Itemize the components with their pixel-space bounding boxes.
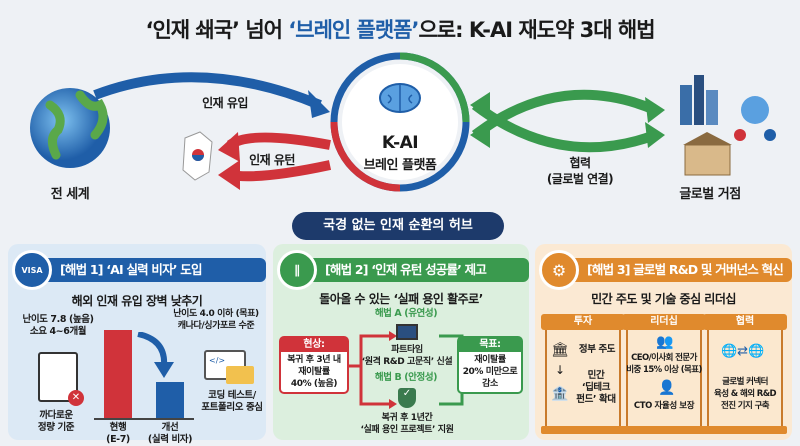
hub-title: K-AI xyxy=(381,133,419,153)
visa-icon: VISA xyxy=(12,250,52,290)
panel-solution-2: [해법 2] ‘인재 유턴 성공률’ 제고 ∥ 돌아올 수 있는 ‘실패 용인 … xyxy=(273,244,529,440)
right-caption: 코딩 테스트/ 포트폴리오 중심 xyxy=(201,390,263,413)
current-text: 복귀 후 3년 내 재이탈률 40% (높음) xyxy=(287,355,341,389)
inflow-label: 인재 유입 xyxy=(202,96,248,110)
panel3-header: [해법 3] 글로벌 R&D 및 거버넌스 혁신 xyxy=(543,258,792,282)
laptop-icon xyxy=(396,324,418,340)
runway-icon: ∥ xyxy=(277,250,317,290)
solution-a-text: 파트타임 ‘원격 R&D 고문직’ 신설 xyxy=(361,345,453,367)
bar-improved-label: 개선 (실력 비자) xyxy=(147,422,193,445)
meeting-icon: 👥 xyxy=(656,334,674,350)
brain-hub-circle xyxy=(330,52,470,192)
pillar-base xyxy=(703,426,787,434)
pillar-investment: 투자 🏛 정부 주도 ↓ 🏦 민간 ‘딥테크 펀드’ 확대 xyxy=(541,314,625,434)
pillar-item: 글로벌 커넥터 육성 & 해외 R&D 전진 기지 구축 xyxy=(714,377,777,411)
panel2-subtitle: 돌아올 수 있는 ‘실패 용인 활주로’ xyxy=(319,292,483,306)
global-label: 글로벌 거점 xyxy=(679,187,741,202)
city-icon xyxy=(680,75,718,125)
panel1-header: [해법 1] ‘AI 실력 비자’ 도입 xyxy=(16,258,266,282)
left-caption: 까다로운 정량 기준 xyxy=(37,410,75,433)
pillar-base xyxy=(541,426,625,434)
solution-b-text: 복귀 후 1년간 ‘실패 용인 프로젝트’ 지원 xyxy=(360,413,454,435)
bar-baseline xyxy=(94,418,194,420)
solution-a-label: 해법 A (유연성) xyxy=(374,308,438,319)
world-label: 전 세계 xyxy=(50,187,90,202)
pillar-cooperation: 협력 🌐⇄🌐 글로벌 커넥터 육성 & 해외 R&D 전진 기지 구축 xyxy=(703,314,787,434)
code-folder-icon: </> xyxy=(204,350,254,384)
decrease-arrow-icon xyxy=(137,332,174,378)
current-status-box: 현상: 복귀 후 3년 내 재이탈률 40% (높음) xyxy=(279,336,349,394)
cto-icon: 👤 xyxy=(658,380,676,396)
pillar-item: CTO 자율성 보장 xyxy=(633,401,695,411)
goal-box: 목표: 재이탈률 20% 미만으로 감소 xyxy=(457,336,523,394)
title-highlight: ‘브레인 플랫폼’ xyxy=(288,18,419,42)
people-globe-icon xyxy=(734,96,776,141)
bar-improved xyxy=(156,382,184,418)
brain-icon xyxy=(379,83,421,113)
coop-sub: (글로벌 연결) xyxy=(546,172,614,186)
goal-text: 재이탈률 20% 미만으로 감소 xyxy=(462,355,518,389)
fund-building-icon: 🏦 xyxy=(551,386,569,402)
coop-label: 협력 xyxy=(569,156,591,170)
building-icon xyxy=(683,132,732,176)
panel1-subtitle: 해외 인재 유입 장벽 낮추기 xyxy=(71,294,203,308)
target-difficulty: 난이도 4.0 이하 (목표) 캐나다/싱가포르 수준 xyxy=(173,309,259,331)
panel3-subtitle: 민간 주도 및 기술 중심 리더십 xyxy=(591,292,736,306)
pillar-item: CEO/이사회 전문가 비중 15% 이상 (목표) xyxy=(626,353,702,375)
panel2-header: [해법 2] ‘인재 유턴 성공률’ 제고 xyxy=(281,258,529,282)
pillar-base xyxy=(622,426,706,434)
inflow-arrow xyxy=(93,72,322,110)
coop-arrow-1 xyxy=(471,89,657,139)
bar-current xyxy=(104,330,132,418)
korea-map-icon xyxy=(182,131,213,181)
bar-current-label: 현행 (E-7) xyxy=(106,422,130,445)
hub-subtitle: 브레인 플랫폼 xyxy=(363,158,437,173)
panel-solution-3: [해법 3] 글로벌 R&D 및 거버넌스 혁신 ⚙ 민간 주도 및 기술 중심… xyxy=(535,244,792,440)
title-part3: 으로: K-AI 재도약 3대 해법 xyxy=(418,18,655,42)
uturn-label: 인재 유턴 xyxy=(249,153,295,167)
pillar-item: 정부 주도 xyxy=(578,344,616,355)
current-title: 현상: xyxy=(281,338,347,352)
flow-diagram xyxy=(30,52,776,192)
hub-banner: 국경 없는 인재 순환의 허브 xyxy=(292,212,504,240)
pillar-item: 민간 ‘딥테크 펀드’ 확대 xyxy=(576,370,616,405)
title-part1: ‘인재 쇄국’ 넘어 xyxy=(145,18,289,42)
page-title: ‘인재 쇄국’ 넘어 ‘브레인 플랫폼’으로: K-AI 재도약 3대 해법 xyxy=(0,14,800,44)
checklist-icon: ✕ xyxy=(38,352,84,406)
network-icon: 🌐⇄🌐 xyxy=(721,344,765,359)
government-building-icon: 🏛 xyxy=(551,342,569,358)
solution-b-label: 해법 B (안정성) xyxy=(374,372,438,383)
pillar-title: 리더십 xyxy=(622,314,706,330)
current-difficulty: 난이도 7.8 (높음) 소요 4~6개월 xyxy=(22,314,94,337)
uturn-arrow xyxy=(227,132,331,150)
shield-check-icon: ✓ xyxy=(398,388,416,408)
pillar-title: 투자 xyxy=(541,314,625,330)
pillar-title: 협력 xyxy=(703,314,787,330)
globe-icon xyxy=(30,88,110,168)
pillar-leadership: 리더십 👥 CEO/이사회 전문가 비중 15% 이상 (목표) 👤 CTO 자… xyxy=(622,314,706,434)
panel-solution-1: [해법 1] ‘AI 실력 비자’ 도입 VISA 해외 인재 유입 장벽 낮추… xyxy=(8,244,266,445)
coop-arrow-2 xyxy=(471,101,657,153)
gear-globe-icon: ⚙ xyxy=(539,250,579,290)
down-arrow-icon: ↓ xyxy=(555,363,566,377)
goal-title: 목표: xyxy=(459,338,521,352)
